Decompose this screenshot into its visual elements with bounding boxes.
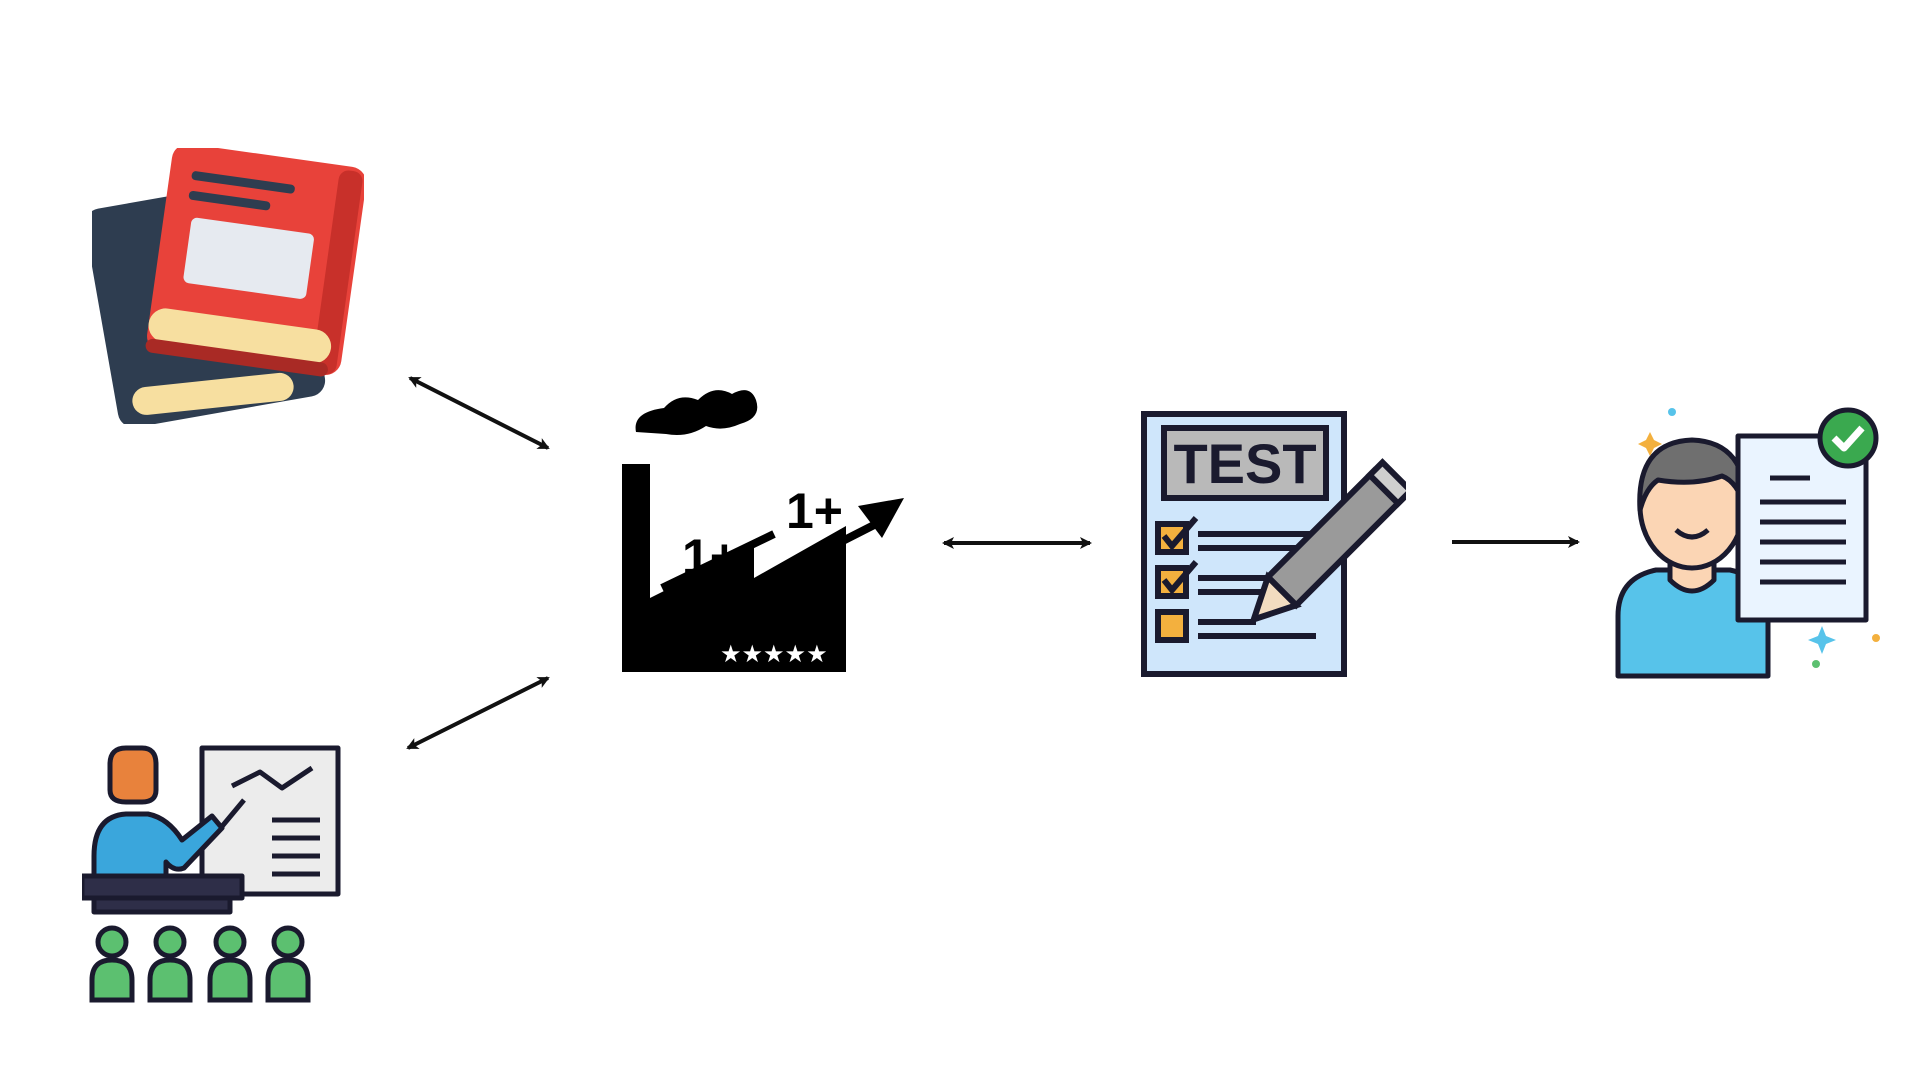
smoke-icon (635, 390, 758, 435)
teacher-node (82, 744, 344, 1006)
factory-node: 1+ 1+ ★★★★★ (622, 378, 910, 674)
certified-person-icon (1615, 407, 1880, 679)
test-title: TEST (1173, 432, 1316, 495)
pencil-icon (1249, 458, 1406, 625)
sparkles (1638, 408, 1880, 668)
checkbox-3 (1155, 609, 1189, 643)
factory-building (622, 464, 846, 672)
audience (89, 925, 311, 1003)
arrow-books-factory (408, 376, 550, 450)
factory-rating-stars: ★★★★★ (720, 640, 828, 668)
classroom-presentation-icon (82, 745, 341, 1003)
check-badge-icon (1817, 407, 1879, 469)
factory-growth-icon: 1+ 1+ ★★★★★ (622, 390, 904, 672)
test-checklist-icon: TEST (1141, 411, 1406, 677)
factory-mark-2: 1+ (786, 483, 843, 539)
books-icon (92, 148, 364, 424)
front-book (145, 148, 364, 377)
books-node (92, 148, 364, 424)
arrow-teacher-factory (406, 676, 550, 750)
test-node: TEST (1136, 410, 1406, 678)
factory-mark-1: 1+ (682, 529, 739, 585)
person-node (1610, 406, 1890, 682)
certificate-document (1735, 433, 1869, 623)
